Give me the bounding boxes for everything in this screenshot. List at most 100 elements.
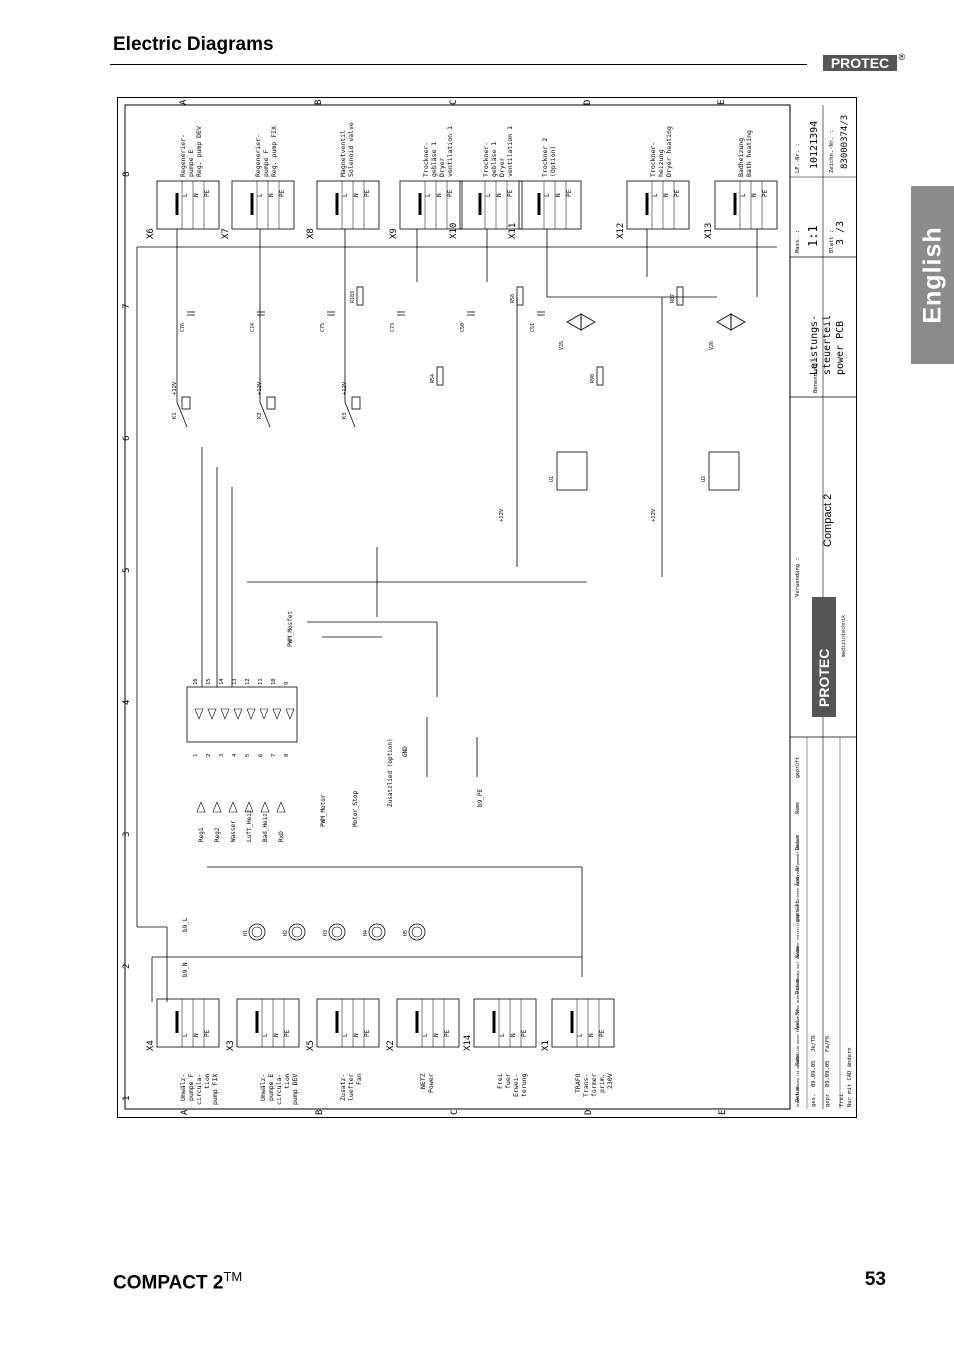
connector-pin-label: L xyxy=(485,193,492,197)
connector-pin-label: N xyxy=(588,1033,595,1037)
connector-pin-label: N xyxy=(433,1033,440,1037)
title-label: Benennung : xyxy=(813,357,819,393)
table-header: Datum xyxy=(795,835,801,850)
grid-row-label: C xyxy=(449,100,459,105)
title-label: Zeichn.-Nr. : xyxy=(829,130,835,173)
connector-description: Regenerier- xyxy=(179,134,187,177)
signal-label: Reg1 xyxy=(198,827,205,842)
signal-bad_heiz: Bad_Heiz xyxy=(260,801,270,842)
company-subtitle: medizintechnik xyxy=(841,615,847,657)
connector-description: Zusatz- xyxy=(339,1074,347,1101)
connector-id: X9 xyxy=(389,228,399,239)
ic-pin-label: 9 xyxy=(284,682,290,685)
connector-pin-label: PE xyxy=(204,1029,211,1037)
title-label: Blatt : xyxy=(829,230,835,253)
signal-label: Luft_Heiz xyxy=(246,809,253,842)
connector-pin-label: PE xyxy=(599,1029,606,1037)
connector-description: Regenerier- xyxy=(254,134,262,177)
connector-pin-label: PE xyxy=(284,1029,291,1037)
ic-pin-label: 11 xyxy=(258,678,264,685)
connector-id: X10 xyxy=(449,223,459,239)
relay-k3: K3+12V xyxy=(342,381,361,419)
signal-label: GND xyxy=(402,746,409,757)
signal-label: Motor_Stop xyxy=(352,790,359,827)
wires xyxy=(136,229,777,1002)
connector-description: tion xyxy=(283,1073,291,1089)
resistor-r87: R87 xyxy=(670,286,684,306)
capacitor-label: C74 xyxy=(250,323,256,332)
relay-k1: K1+12V xyxy=(172,381,191,419)
connector-pin-label: L xyxy=(425,193,432,197)
connector-pin-label: PE xyxy=(447,189,454,197)
grid-col-label: 2 xyxy=(122,964,132,969)
relay-k2: K2+12V xyxy=(257,381,276,419)
model-name: COMPACT 2TM xyxy=(113,1269,243,1294)
connector-description: gebläse 1 xyxy=(490,142,498,177)
connector-pin-label: L xyxy=(544,193,551,197)
connector-pin-label: PE xyxy=(521,1029,528,1037)
title-label: LP.-Nr. : xyxy=(795,143,801,173)
ic-pin-label: 16 xyxy=(193,678,199,685)
resistor-label: R54 xyxy=(430,374,436,383)
page-heading: Electric Diagrams xyxy=(113,34,274,55)
capacitor-label: C75 xyxy=(320,323,326,332)
connector-description: 230V xyxy=(606,1073,614,1089)
capacitor-label: C73 xyxy=(390,323,396,332)
triac-v26: V26 xyxy=(709,313,746,350)
resistor-r90: R90 xyxy=(590,366,604,386)
connector-id: X3 xyxy=(226,1040,236,1051)
led-h1: H1 xyxy=(243,923,266,941)
connector-description: TRAFO xyxy=(574,1073,582,1093)
revision-role: gepr xyxy=(825,1093,831,1107)
connector-description: pump FIX xyxy=(211,1074,219,1105)
resistor-r103: R103 xyxy=(350,286,364,306)
company-name: PROTEC xyxy=(816,649,832,707)
signal-label: Reg2 xyxy=(214,827,221,842)
signal-label: RxD xyxy=(278,831,285,842)
connector-description: Trockner- xyxy=(422,142,430,177)
ic-pin-label: 3 xyxy=(219,754,225,757)
table-header: Name xyxy=(795,946,801,958)
led-h4: H4 xyxy=(363,923,386,941)
table-header: Änd.-Nr xyxy=(794,1009,801,1030)
led-label: H4 xyxy=(363,930,369,936)
wire xyxy=(259,401,271,428)
page-number: 53 xyxy=(864,1269,886,1290)
connector-pin-label: N xyxy=(353,1033,360,1037)
led-label: H5 xyxy=(403,930,409,936)
optocoupler-u2: U2+12V xyxy=(651,451,740,522)
table-header: geprüft xyxy=(795,757,801,778)
ic-pin-label: 2 xyxy=(206,754,212,757)
connector-description: Fan xyxy=(355,1073,363,1085)
supply-label: +12V xyxy=(342,381,348,395)
led-h5: H5 xyxy=(403,923,426,941)
revision-role: frei xyxy=(839,1094,845,1107)
connector-id: X5 xyxy=(306,1040,316,1051)
lp-number: 10121394 xyxy=(809,121,820,169)
grid-row-label: D xyxy=(583,100,593,105)
connector-description: former xyxy=(590,1073,598,1097)
drawing-number: 83000374/3 xyxy=(840,115,850,169)
connector-description: Reg. pump DEV xyxy=(195,126,203,177)
revision-name: Fa/FK xyxy=(825,1035,831,1052)
connector-pin-label: N xyxy=(353,193,360,197)
resistor-label: R90 xyxy=(590,374,596,383)
grid-row-label: E xyxy=(718,1110,728,1115)
signal-luft_heiz: Luft_Heiz xyxy=(244,801,254,842)
connector-pin-label: L xyxy=(182,193,189,197)
connector-pin-label: L xyxy=(342,1033,349,1037)
optocoupler-label: U1 xyxy=(549,476,555,482)
connector-description: (Option) xyxy=(549,146,557,177)
resistor-label: R87 xyxy=(670,294,676,303)
signal-label: b9_PE xyxy=(477,789,484,807)
connector-description: Erwei- xyxy=(512,1074,520,1097)
grid-row-label: B xyxy=(315,1110,325,1115)
language-tab: English xyxy=(911,186,954,364)
connector-id: X1 xyxy=(541,1040,551,1051)
connector-pin-label: L xyxy=(257,193,264,197)
